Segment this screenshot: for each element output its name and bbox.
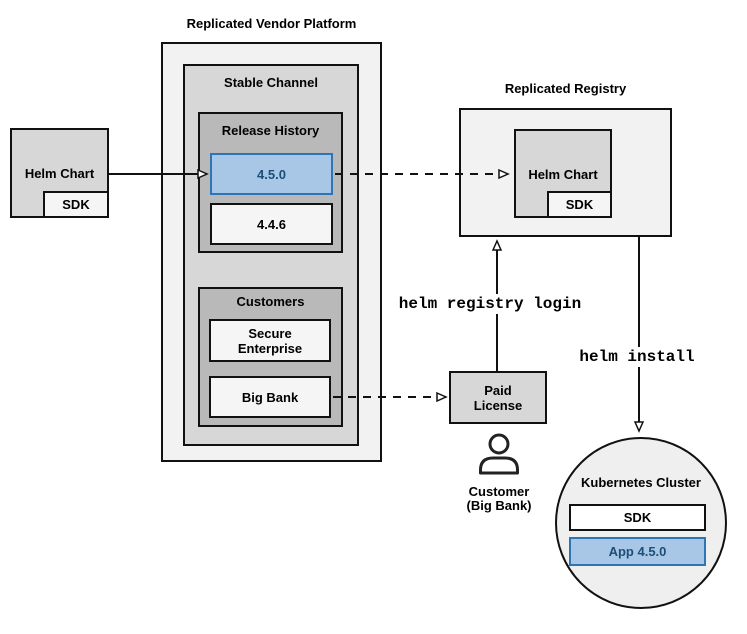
paid-license-box: Paid License: [449, 371, 547, 424]
cmd-helm-registry-login: helm registry login: [396, 294, 584, 314]
vendor-platform-title: Replicated Vendor Platform: [186, 16, 357, 31]
source-sdk-box: SDK: [43, 191, 109, 218]
customers-title: Customers: [236, 294, 305, 309]
paid-license-label: Paid License: [473, 382, 523, 413]
app-label: App 4.5.0: [608, 544, 667, 559]
stable-channel-title: Stable Channel: [224, 75, 318, 90]
customer-name: Big Bank: [241, 389, 299, 405]
customer-name: Secure Enterprise: [237, 325, 303, 356]
cmd-helm-install: helm install: [577, 347, 697, 367]
cluster-app-box: App 4.5.0: [569, 537, 706, 566]
release-version: 4.4.6: [257, 216, 286, 232]
customer-secure-enterprise: Secure Enterprise: [209, 319, 331, 362]
sdk-label: SDK: [623, 510, 652, 525]
registry-sdk-box: SDK: [547, 191, 612, 218]
source-helm-chart-label: Helm Chart: [24, 166, 95, 181]
customer-caption: Customer (Big Bank): [466, 484, 532, 513]
release-history-title: Release History: [221, 123, 320, 138]
sdk-label: SDK: [62, 197, 90, 212]
cluster-sdk-box: SDK: [569, 504, 706, 531]
customer-big-bank: Big Bank: [209, 376, 331, 418]
sdk-label: SDK: [565, 197, 594, 212]
registry-title: Replicated Registry: [504, 81, 627, 96]
release-item-446: 4.4.6: [210, 203, 333, 245]
registry-helm-chart-label: Helm Chart: [528, 167, 598, 182]
release-version: 4.5.0: [257, 166, 286, 182]
person-icon: [479, 433, 519, 475]
release-item-450: 4.5.0: [210, 153, 333, 195]
kubernetes-cluster-title: Kubernetes Cluster: [581, 475, 701, 490]
